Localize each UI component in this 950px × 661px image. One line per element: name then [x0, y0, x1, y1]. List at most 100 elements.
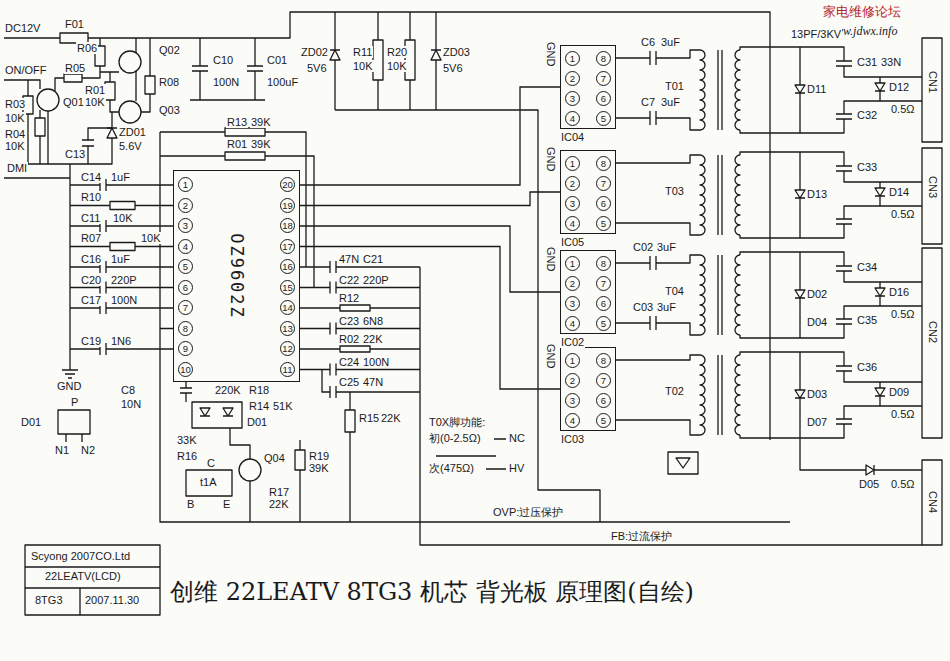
- part-label: T01: [664, 80, 685, 92]
- part-label: IC05: [560, 236, 585, 248]
- pin-number: 14: [280, 300, 295, 315]
- transistor-package: [186, 470, 232, 496]
- pin-number: 4: [565, 413, 580, 428]
- pin-number: 6: [596, 91, 611, 106]
- capacitor-symbol: [82, 51, 656, 398]
- signal-connector: [300, 226, 560, 292]
- connector: [922, 248, 942, 438]
- part-label: 22K: [268, 498, 290, 510]
- part-label: C02: [632, 241, 654, 253]
- pin-number: 5: [596, 413, 611, 428]
- part-label: 0.5Ω: [890, 208, 916, 220]
- pin-number: 1: [565, 51, 580, 66]
- part-label: C22: [338, 274, 360, 286]
- part-label: C10: [212, 54, 234, 66]
- resistor-symbol: [373, 40, 383, 80]
- part-label: 220P: [110, 274, 138, 286]
- signal-connector: [300, 87, 560, 185]
- part-label: R13: [226, 116, 248, 128]
- part-label: B: [186, 498, 195, 510]
- part-label: DMI: [6, 162, 28, 174]
- part-label: 10K: [140, 232, 162, 244]
- part-label: 100N: [212, 76, 240, 88]
- part-label: R03: [4, 98, 26, 110]
- part-label: R01: [226, 138, 248, 150]
- part-label: 5V6: [306, 62, 328, 74]
- part-label: C25: [338, 376, 360, 388]
- pin-number: 8: [596, 51, 611, 66]
- pin-number: 2: [178, 198, 193, 213]
- part-label: 39K: [250, 116, 272, 128]
- part-label: 33N: [880, 56, 902, 68]
- part-label: 初(0-2.5Ω): [428, 432, 482, 444]
- driver-ic: 12348765: [560, 45, 616, 129]
- part-label: 22K: [362, 333, 384, 345]
- pin-number: 7: [596, 71, 611, 86]
- transformer-core: [718, 50, 722, 435]
- part-label: 0.5Ω: [890, 308, 916, 320]
- pin-number: 8: [596, 353, 611, 368]
- pin-number: 3: [565, 91, 580, 106]
- part-label: 22K: [380, 412, 402, 424]
- capacitor-symbol: [836, 61, 852, 424]
- driver-ic: 12348765: [560, 347, 616, 431]
- pin-number: 19: [280, 198, 295, 213]
- part-label: 51K: [272, 400, 294, 412]
- part-label: FB:过流保护: [610, 530, 673, 542]
- part-label: D03: [806, 388, 828, 400]
- part-label: Q01: [62, 96, 85, 108]
- part-label: D02: [806, 288, 828, 300]
- part-label: D11: [806, 83, 827, 95]
- part-label: C16: [80, 253, 102, 265]
- wire: [70, 185, 186, 402]
- title-block: [25, 567, 160, 615]
- part-label: 1N6: [110, 335, 132, 347]
- pin-number: 12: [280, 341, 295, 356]
- part-label: 10K: [4, 112, 26, 124]
- resistor-symbol: [105, 82, 115, 100]
- pin-number: 4: [178, 239, 193, 254]
- part-label: E: [222, 498, 231, 510]
- part-label: R17: [268, 486, 290, 498]
- part-label: 13PF/3KV: [790, 28, 842, 40]
- ground-symbol: [62, 370, 78, 378]
- transformer-coil: [735, 50, 740, 435]
- part-label: 220P: [362, 274, 390, 286]
- wire: [616, 50, 700, 435]
- transistor-symbol: [119, 51, 141, 73]
- part-label: R16: [176, 450, 198, 462]
- pin-number: 4: [565, 111, 580, 126]
- pin-number: 1: [565, 353, 580, 368]
- watermark: 家电维修论坛: [822, 4, 902, 19]
- resistor-symbol: [340, 346, 370, 352]
- part-label: C6: [640, 36, 656, 48]
- part-label: D16: [888, 286, 910, 298]
- resistor-symbol: [110, 243, 135, 251]
- part-label: 3uF: [656, 241, 677, 253]
- part-label: R11: [352, 46, 373, 58]
- part-label: GND: [545, 146, 557, 172]
- part-label: C: [206, 457, 216, 469]
- part-label: R06: [76, 42, 98, 54]
- part-label: 次(475Ω): [428, 462, 475, 474]
- part-label: R18: [248, 384, 270, 396]
- part-label: CN1: [927, 70, 939, 94]
- diode-package: [192, 402, 242, 428]
- chip-name: OZ9602Z: [227, 233, 247, 319]
- pin-number: 6: [596, 296, 611, 311]
- resistor-symbol: [23, 33, 415, 470]
- pin-number: 2: [565, 71, 580, 86]
- transistor-symbol: [119, 101, 141, 123]
- pin-number: 3: [565, 393, 580, 408]
- diagram-title: 创维 22LEATV 8TG3 机芯 背光板 原理图(自绘): [170, 578, 694, 606]
- pin-number: 2: [565, 276, 580, 291]
- part-label: 0.5Ω: [890, 478, 916, 490]
- part-label: R20: [386, 46, 408, 58]
- title-block: [25, 545, 160, 615]
- part-label: D05: [858, 478, 880, 490]
- resistor-symbol: [225, 152, 265, 160]
- transformer-coil: [700, 50, 705, 435]
